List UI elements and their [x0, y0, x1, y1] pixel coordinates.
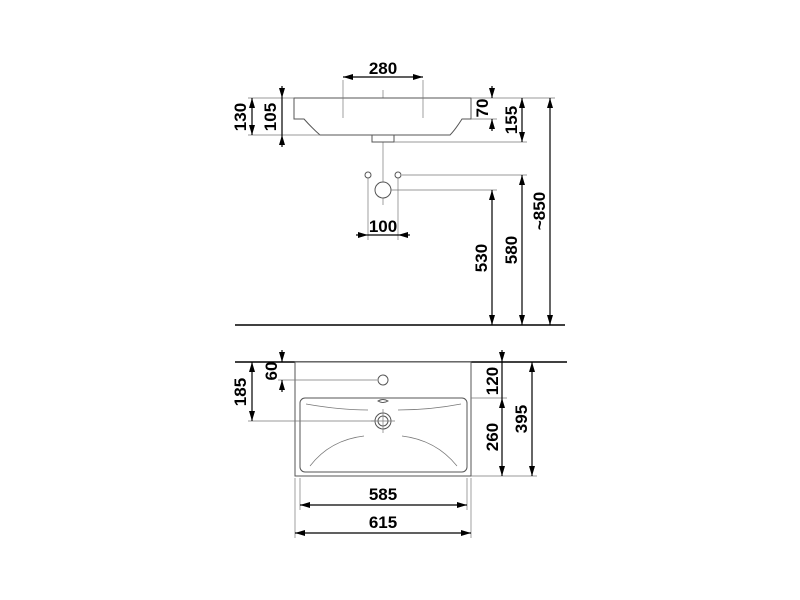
- basin-side-profile: [293, 97, 472, 136]
- dimension-label: 280: [369, 59, 397, 78]
- dimension-label: 155: [502, 106, 521, 134]
- dimension-label: 395: [512, 405, 531, 433]
- dimension-label: 100: [369, 217, 397, 236]
- bowl-contour: [305, 403, 462, 467]
- drain-stub: [371, 134, 395, 143]
- dimension-label: 185: [231, 378, 250, 406]
- dimension-label: 580: [502, 236, 521, 264]
- waste-outlet: [374, 181, 392, 199]
- tap-hole: [377, 374, 389, 386]
- dimension-label: 105: [261, 103, 280, 131]
- supply-hole-right: [394, 171, 402, 179]
- dimension-label: 530: [472, 244, 491, 272]
- dimension-label: 130: [231, 103, 250, 131]
- dimension-label: 585: [369, 485, 397, 504]
- side-elevation: 280 130 105 70 155 ~850: [231, 59, 565, 326]
- dimension-label: 615: [369, 513, 397, 532]
- dimension-label: 120: [483, 367, 502, 395]
- overflow: [377, 399, 389, 403]
- supply-hole-left: [364, 171, 372, 179]
- dimension-label: ~850: [530, 192, 549, 230]
- dimension-label: 260: [483, 423, 502, 451]
- bowl-outline: [299, 397, 468, 473]
- dimension-label: 60: [262, 362, 281, 381]
- plan-view: 60 185 120 260 395 585 615: [231, 350, 567, 538]
- dimension-label: 70: [473, 99, 492, 118]
